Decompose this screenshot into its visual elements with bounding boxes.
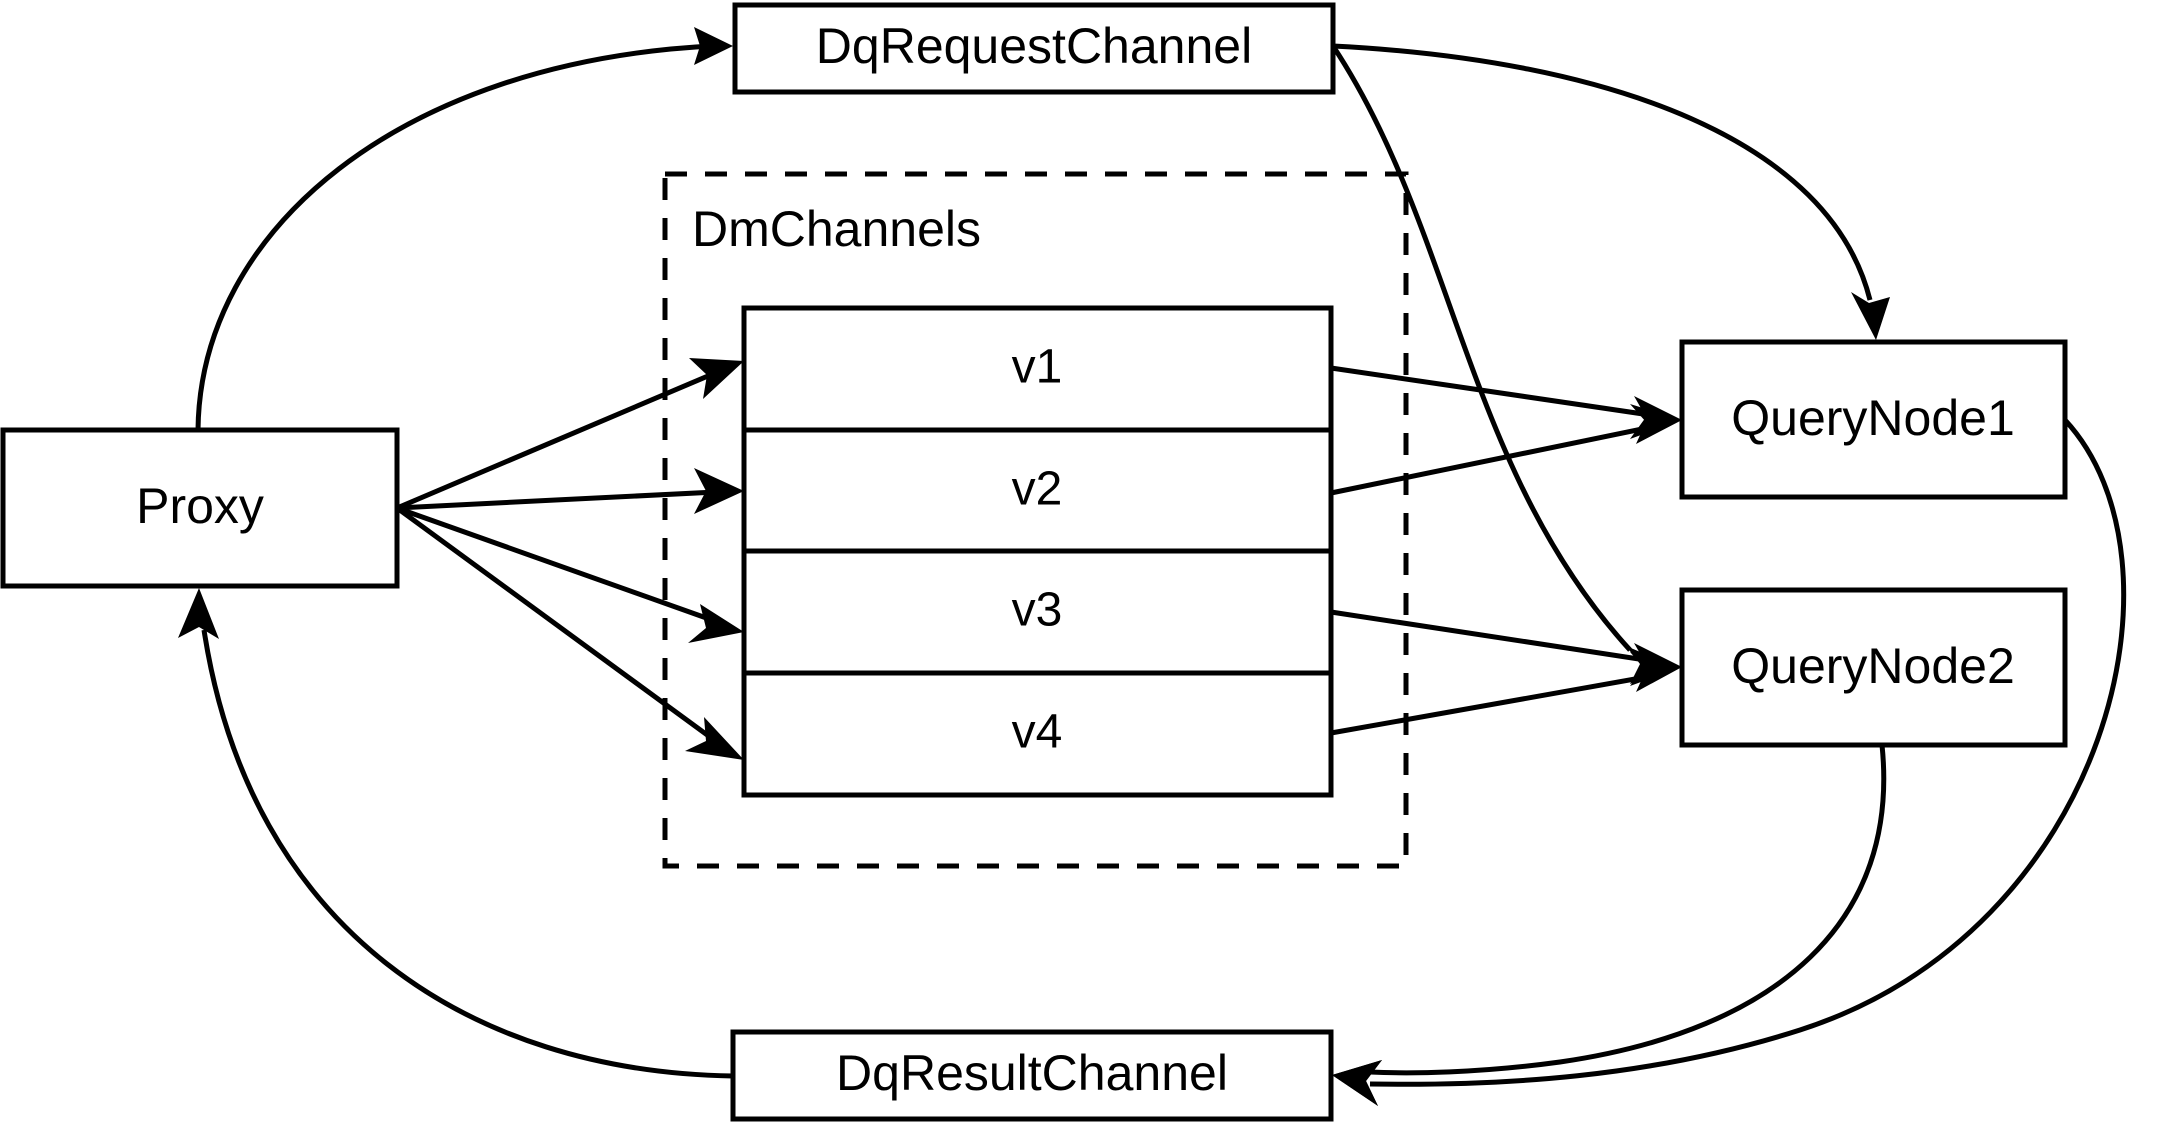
edge-proxy-to-v3: [396, 505, 744, 643]
node-querynode2[interactable]: QueryNode2: [1679, 587, 2068, 748]
edge-v2-to-querynode1: [1330, 404, 1682, 496]
node-dqresultchannel[interactable]: DqResultChannel: [730, 1029, 1334, 1122]
edge-dqrequestchannel-to-querynode1: [1332, 43, 1890, 340]
edge-proxy-to-v2: [396, 468, 744, 514]
channel-row-v1[interactable]: v1: [1012, 341, 1063, 394]
arrow-head-icon: [689, 358, 744, 399]
node-querynode2-label: QueryNode2: [1731, 638, 2015, 694]
arrow-head-icon: [178, 588, 219, 639]
arrow-head-icon: [1630, 652, 1682, 692]
dmchannels-group: DmChannels: [662, 171, 1409, 869]
node-proxy-label: Proxy: [136, 478, 264, 534]
edge-proxy-to-v1: [396, 358, 744, 511]
node-querynode1[interactable]: QueryNode1: [1679, 339, 2068, 500]
arrow-head-icon: [1851, 292, 1890, 340]
edge-querynode2-to-dqresultchannel: [1332, 744, 1887, 1106]
node-querynode1-label: QueryNode1: [1731, 390, 2015, 446]
edge-proxy-to-v4: [395, 505, 744, 760]
channel-row-v2[interactable]: v2: [1012, 463, 1063, 516]
edge-v1-to-querynode1: [1330, 365, 1682, 439]
node-proxy[interactable]: Proxy: [0, 427, 400, 589]
arrow-head-icon: [1630, 404, 1682, 444]
arrow-head-icon: [685, 717, 744, 760]
arrow-head-icon: [688, 604, 744, 643]
edge-proxy-to-dqrequestchannel: [195, 27, 733, 431]
edge-dqrequestchannel-to-querynode2: [1330, 44, 1676, 684]
node-dqrequestchannel-label: DqRequestChannel: [816, 18, 1252, 74]
node-dqresultchannel-label: DqResultChannel: [836, 1045, 1228, 1101]
arrow-head-icon: [694, 27, 733, 65]
channel-row-v4[interactable]: v4: [1012, 706, 1063, 759]
node-dqrequestchannel[interactable]: DqRequestChannel: [732, 2, 1336, 95]
channel-row-v3[interactable]: v3: [1012, 584, 1063, 637]
dmchannels-group-label: DmChannels: [692, 201, 981, 257]
edge-dqresultchannel-to-proxy: [178, 588, 734, 1079]
arrow-head-icon: [1332, 1060, 1382, 1106]
channel-table: v1 v2 v3 v4: [741, 305, 1334, 798]
edge-v4-to-querynode2: [1330, 652, 1682, 736]
edge-querynode1-to-dqresultchannel: [1332, 418, 2127, 1106]
arrow-head-icon: [694, 468, 744, 514]
